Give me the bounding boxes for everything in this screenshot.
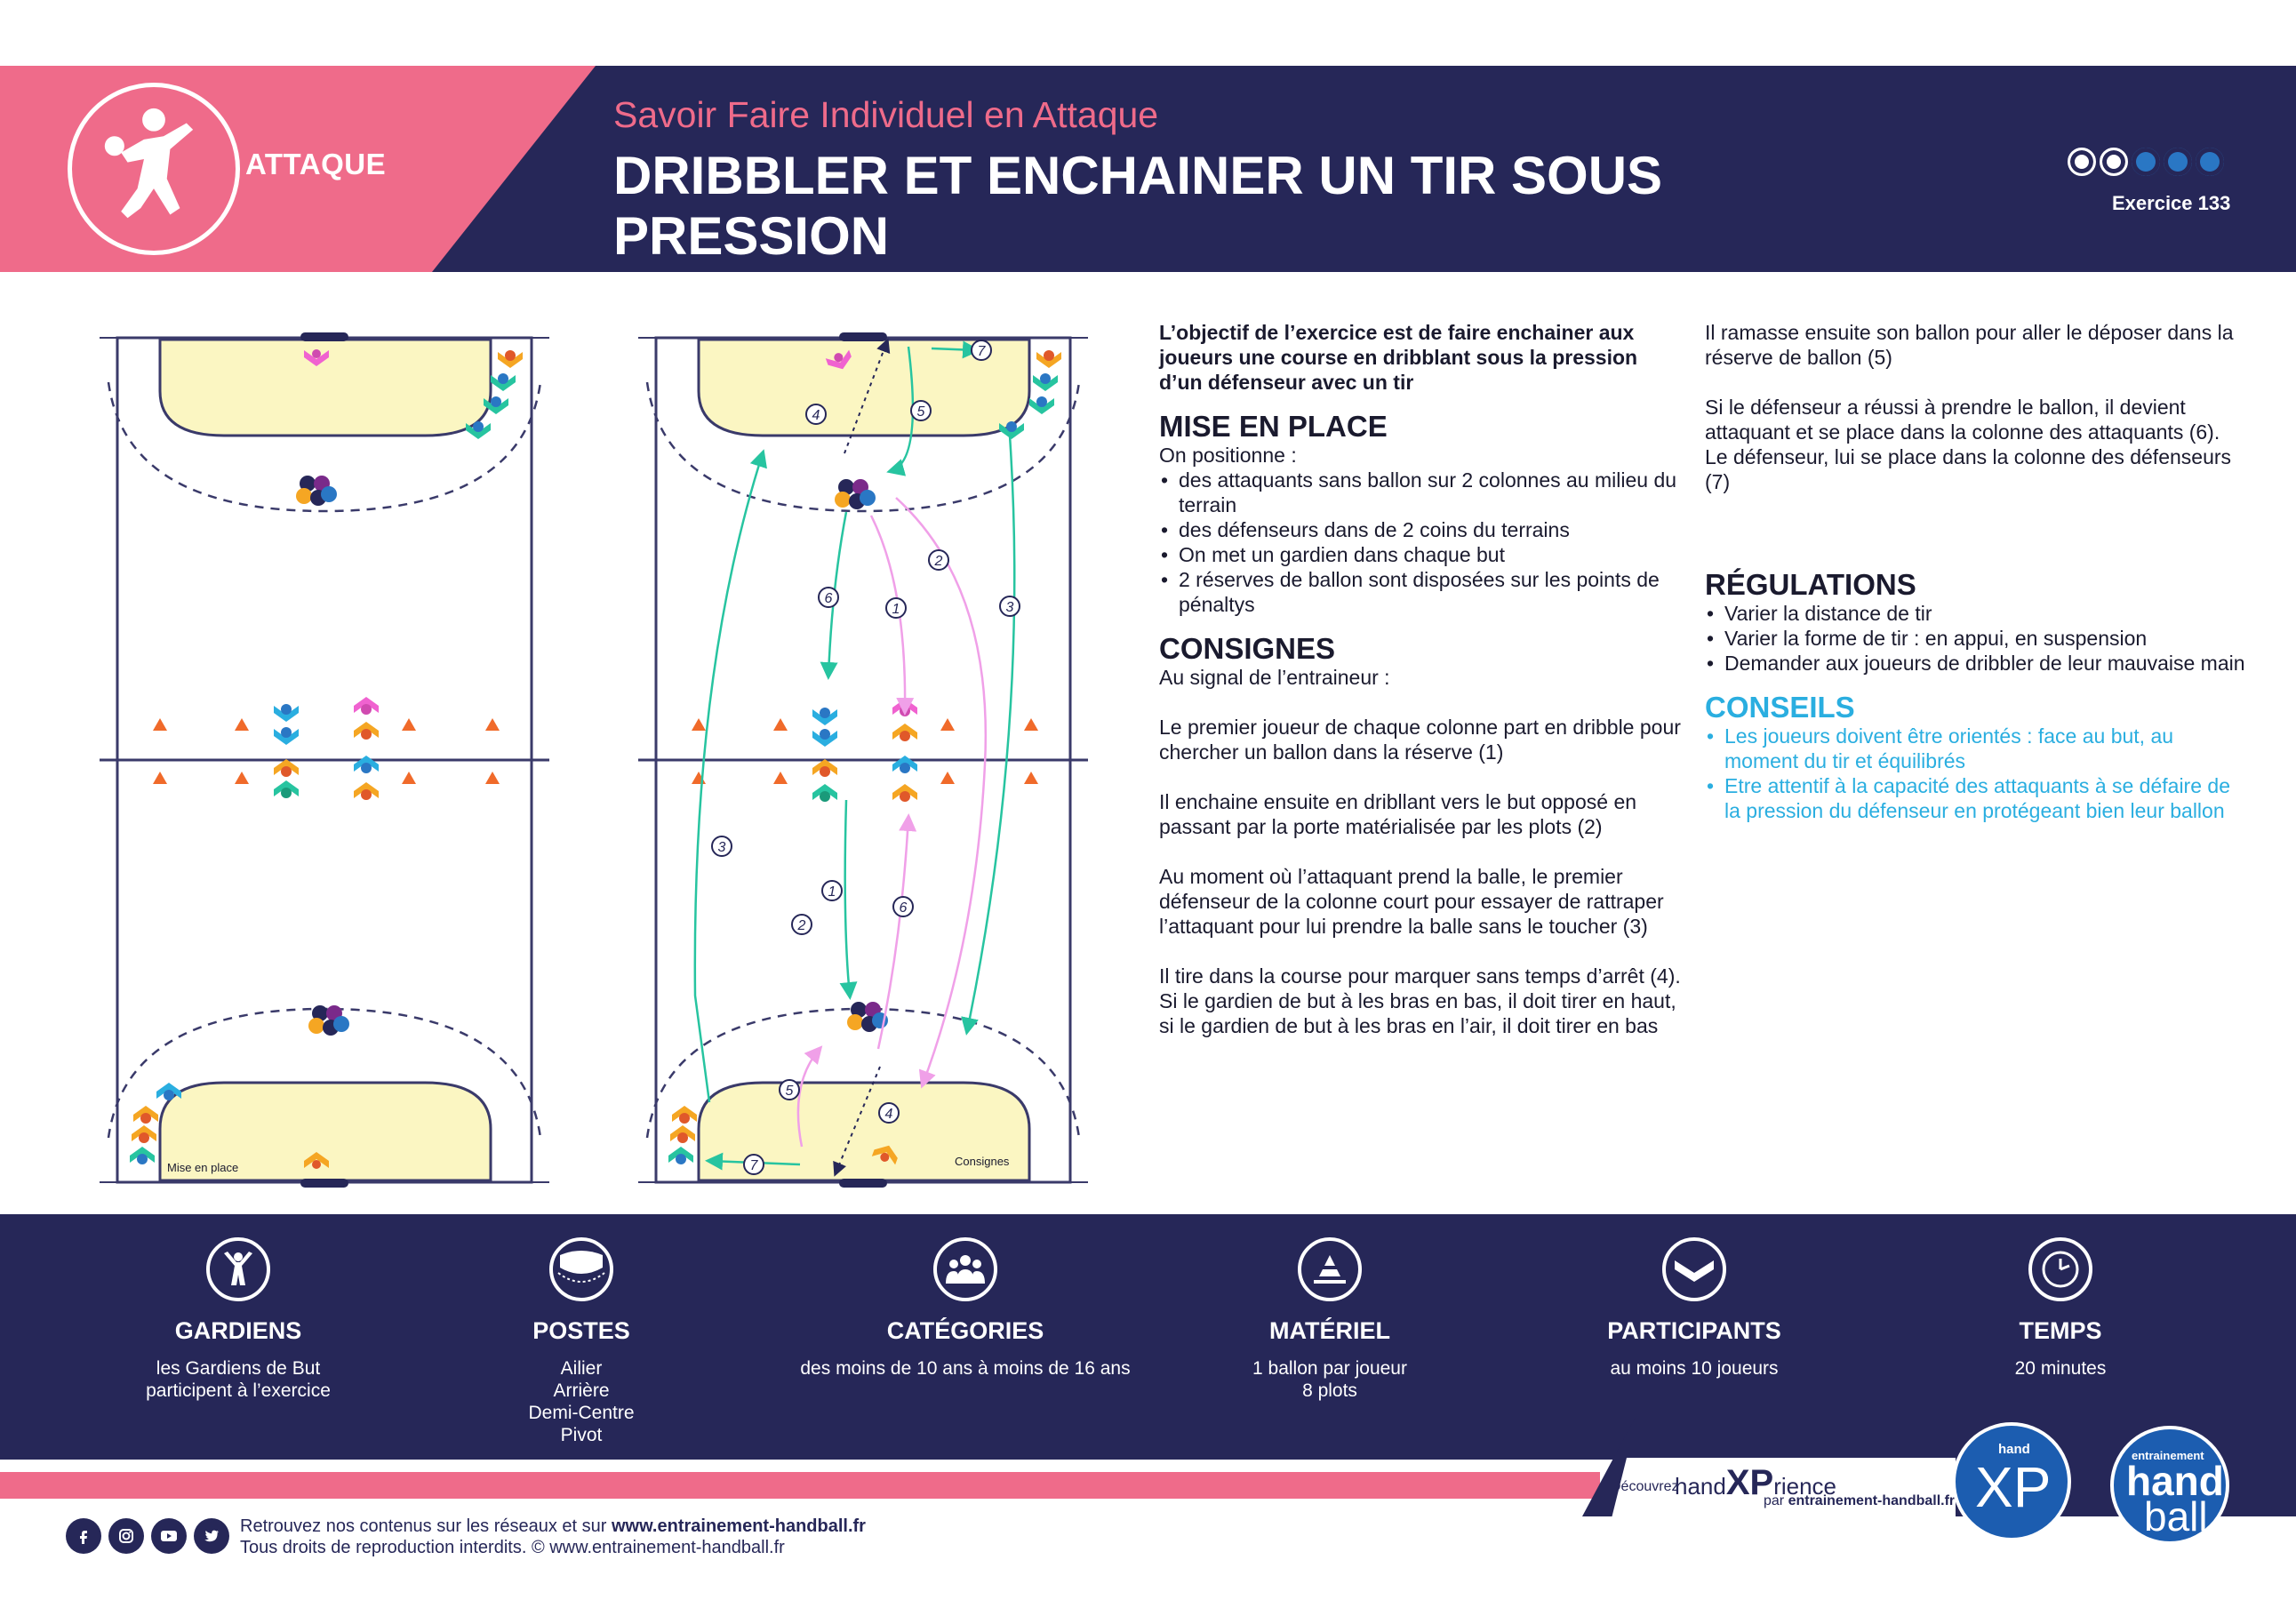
- info-label: MATÉRIEL: [1269, 1317, 1390, 1344]
- difficulty-rating: [2068, 148, 2224, 176]
- step-label: 1: [892, 602, 900, 617]
- facebook-icon[interactable]: [66, 1518, 101, 1554]
- discover-label: Découvrez: [1611, 1479, 1679, 1494]
- step-label: 7: [978, 344, 987, 359]
- info-label: CATÉGORIES: [886, 1317, 1044, 1344]
- step-label: 6: [825, 591, 833, 606]
- paragraph: Il tire dans la course pour marquer sans…: [1159, 964, 1681, 1037]
- setup-list: des attaquants sans ballon sur 2 colonne…: [1159, 468, 1684, 617]
- list-item: des défenseurs dans de 2 coins du terrai…: [1159, 517, 1684, 542]
- regulations-list: Varier la distance de tir Varier la form…: [1705, 601, 2247, 676]
- goalkeeper-icon: [206, 1237, 270, 1301]
- footer-white-wedge: [1600, 1458, 1956, 1564]
- section-lead: On positionne :: [1159, 444, 1297, 467]
- info-equipment: MATÉRIEL 1 ballon par joueur 8 plots: [1143, 1237, 1516, 1402]
- section-title: MISE EN PLACE: [1159, 410, 1388, 443]
- twitter-icon[interactable]: [194, 1518, 229, 1554]
- logo-divider: [2091, 1452, 2093, 1511]
- step-label: 1: [828, 884, 836, 900]
- paragraph: Si le défenseur a réussi à prendre le ba…: [1705, 396, 2232, 493]
- info-value: les Gardiens de But participent à l’exer…: [146, 1358, 331, 1401]
- list-item: Demander aux joueurs de dribbler de leur…: [1705, 651, 2247, 676]
- court-diagram-setup: Mise en place: [100, 320, 549, 1191]
- list-item: des attaquants sans ballon sur 2 colonne…: [1159, 468, 1684, 517]
- diagram-label: Consignes: [955, 1155, 1010, 1168]
- youtube-icon[interactable]: [151, 1518, 187, 1554]
- description-column-2: Il ramasse ensuite son ballon pour aller…: [1705, 320, 2247, 823]
- ball-icon: [2068, 148, 2096, 176]
- category-label: ATTAQUE: [245, 148, 387, 180]
- handxprience-logo[interactable]: handXPrience: [1675, 1463, 1837, 1502]
- ball-icon: [2196, 148, 2224, 176]
- instagram-icon[interactable]: [108, 1518, 144, 1554]
- info-value: Ailier Arrière Demi-Centre Pivot: [528, 1358, 635, 1445]
- xp-logo[interactable]: hand XP: [1952, 1422, 2071, 1541]
- step-label: 7: [750, 1158, 759, 1173]
- list-item: Les joueurs doivent être orientés : face…: [1705, 724, 2247, 773]
- court-diagram-instructions: 4 5 7 2 6 1 3 3 1 6 2 5 4 7 Consignes: [638, 320, 1088, 1191]
- info-value: 20 minutes: [2014, 1358, 2107, 1379]
- description-column-1: L’objectif de l’exercice est de faire en…: [1159, 320, 1684, 1038]
- paragraph: Il ramasse ensuite son ballon pour aller…: [1705, 321, 2234, 369]
- step-label: 3: [1006, 600, 1014, 615]
- exercise-number: Exercice 133: [2112, 192, 2231, 214]
- step-label: 2: [797, 918, 806, 933]
- page-title: DRIBBLER ET ENCHAINER UN TIR SOUS PRESSI…: [613, 146, 1663, 266]
- tips-list: Les joueurs doivent être orientés : face…: [1705, 724, 2247, 823]
- step-label: 4: [812, 408, 820, 423]
- info-participants: PARTICIPANTS au moins 10 joueurs: [1508, 1237, 1881, 1380]
- court-icon: [549, 1237, 613, 1301]
- info-value: 1 ballon par joueur 8 plots: [1252, 1358, 1407, 1401]
- section-lead: Au signal de l’entraineur :: [1159, 666, 1390, 689]
- clock-icon: [2028, 1237, 2092, 1301]
- social-links: [66, 1518, 229, 1554]
- website-link[interactable]: www.entrainement-handball.fr: [612, 1516, 866, 1536]
- list-item: Varier la forme de tir : en appui, en su…: [1705, 626, 2247, 651]
- list-item: 2 réserves de ballon sont disposées sur …: [1159, 567, 1684, 617]
- info-value: au moins 10 joueurs: [1610, 1358, 1779, 1379]
- paragraph: Il enchaine ensuite en dribllant vers le…: [1159, 790, 1637, 838]
- step-label: 6: [900, 900, 908, 916]
- info-label: POSTES: [532, 1317, 630, 1344]
- info-goalkeepers: GARDIENS les Gardiens de But participent…: [52, 1237, 425, 1402]
- list-item: Varier la distance de tir: [1705, 601, 2247, 626]
- list-item: On met un gardien dans chaque but: [1159, 542, 1684, 567]
- entrainement-handball-logo[interactable]: entrainement hand ball: [2110, 1426, 2229, 1545]
- participants-icon: [1662, 1237, 1726, 1301]
- footer-pink-band: [0, 1472, 1600, 1499]
- page-subtitle: Savoir Faire Individuel en Attaque: [613, 94, 1159, 135]
- step-label: 3: [718, 840, 726, 855]
- diagram-label: Mise en place: [167, 1161, 238, 1174]
- by-site-label: par entrainement-handball.fr: [1764, 1493, 1956, 1508]
- info-label: PARTICIPANTS: [1607, 1317, 1781, 1344]
- section-title: CONSEILS: [1705, 691, 1855, 724]
- info-label: TEMPS: [2019, 1317, 2102, 1344]
- info-time: TEMPS 20 minutes: [1874, 1237, 2247, 1380]
- section-title: CONSIGNES: [1159, 632, 1336, 665]
- info-value: des moins de 10 ans à moins de 16 ans: [800, 1358, 1131, 1379]
- ball-icon: [2132, 148, 2160, 176]
- footer-text: Retrouvez nos contenus sur les réseaux e…: [240, 1516, 866, 1536]
- cone-icon: [1298, 1237, 1362, 1301]
- ball-icon: [2164, 148, 2192, 176]
- info-positions: POSTES Ailier Arrière Demi-Centre Pivot: [395, 1237, 768, 1446]
- intro-text: L’objectif de l’exercice est de faire en…: [1159, 321, 1638, 394]
- info-categories: CATÉGORIES des moins de 10 ans à moins d…: [779, 1237, 1152, 1380]
- step-label: 5: [917, 404, 925, 420]
- section-title: RÉGULATIONS: [1705, 568, 1916, 601]
- group-icon: [933, 1237, 997, 1301]
- step-label: 5: [786, 1084, 794, 1099]
- copyright-text: Tous droits de reproduction interdits. ©…: [240, 1538, 785, 1557]
- list-item: Etre attentif à la capacité des attaquan…: [1705, 773, 2247, 823]
- step-label: 2: [934, 554, 943, 569]
- info-label: GARDIENS: [174, 1317, 302, 1344]
- attack-player-icon: [68, 83, 240, 255]
- step-label: 4: [885, 1107, 893, 1122]
- paragraph: Au moment où l’attaquant prend la balle,…: [1159, 865, 1664, 938]
- ball-icon: [2100, 148, 2128, 176]
- paragraph: Le premier joueur de chaque colonne part…: [1159, 716, 1681, 764]
